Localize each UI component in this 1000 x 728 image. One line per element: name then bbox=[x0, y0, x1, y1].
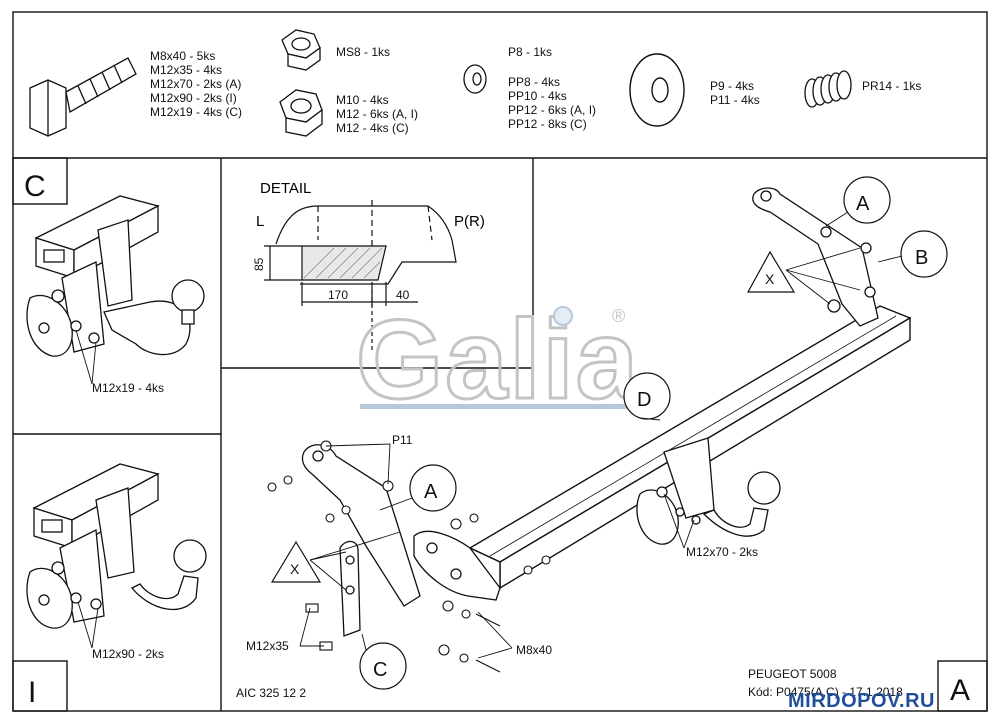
callout-c: C bbox=[373, 659, 387, 681]
left-bracket bbox=[301, 444, 501, 637]
svg-text:®: ® bbox=[612, 306, 625, 326]
nut-m12-c: M12 - 4ks (C) bbox=[336, 121, 409, 135]
i-leader-lines bbox=[77, 601, 99, 649]
detail-title: DETAIL bbox=[260, 180, 311, 197]
washer-icon bbox=[463, 64, 487, 94]
spring-icon bbox=[804, 70, 852, 108]
washers-list: PP8 - 4ks PP10 - 4ks PP12 - 6ks (A, I) P… bbox=[508, 75, 596, 131]
nut-icon-large bbox=[279, 89, 323, 137]
washer-pp8: PP8 - 4ks bbox=[508, 75, 560, 89]
detail-height-dim: 85 bbox=[252, 257, 266, 271]
callout-a-left: A bbox=[424, 481, 438, 503]
detail-left-label: L bbox=[256, 213, 264, 230]
label-m8x40: M8x40 bbox=[516, 643, 552, 657]
washer-p9: P9 - 4ks bbox=[710, 79, 754, 93]
bolts-list: M8x40 - 5ks M12x35 - 4ks M12x70 - 2ks (A… bbox=[150, 49, 242, 119]
label-p11: P11 bbox=[392, 433, 413, 447]
right-bracket bbox=[752, 187, 879, 327]
spring-pr14-label: PR14 - 1ks bbox=[862, 79, 921, 93]
washer-p11: P11 - 4ks bbox=[710, 93, 760, 107]
callout-leaders bbox=[299, 211, 903, 659]
nut-m10: M10 - 4ks bbox=[336, 93, 389, 107]
panel-c-bolt-label: M12x19 - 4ks bbox=[92, 381, 164, 395]
label-m12x70: M12x70 - 2ks bbox=[686, 545, 758, 559]
large-washer-icon bbox=[629, 53, 685, 127]
large-washers-list: P9 - 4ks P11 - 4ks bbox=[710, 79, 760, 107]
label-m12x35: M12x35 bbox=[246, 639, 289, 653]
bolt-m12x19: M12x19 - 4ks (C) bbox=[150, 105, 242, 119]
bolt-m12x35: M12x35 - 4ks bbox=[150, 63, 222, 77]
callout-d: D bbox=[637, 389, 651, 411]
washer-pp12-c: PP12 - 8ks (C) bbox=[508, 117, 587, 131]
nut-ms8-label: MS8 - 1ks bbox=[336, 45, 390, 59]
detail-drawing bbox=[264, 200, 457, 352]
galia-logo: Galia ® bbox=[355, 296, 640, 424]
nut-icon bbox=[281, 29, 321, 71]
bolt-m8x40: M8x40 - 5ks bbox=[150, 49, 215, 63]
kod-number: Kód: P0475(A,C) - 17.1.2018 bbox=[748, 685, 903, 699]
detail-width-b: 40 bbox=[396, 288, 410, 302]
detail-right-label: P(R) bbox=[454, 213, 485, 230]
bolt-m12x90: M12x90 - 2ks (I) bbox=[150, 91, 237, 105]
towbar-c-drawing bbox=[26, 195, 205, 357]
bolt-m12x70: M12x70 - 2ks (A) bbox=[150, 77, 241, 91]
nuts-list: M10 - 4ks M12 - 6ks (A, I) M12 - 4ks (C) bbox=[336, 93, 418, 135]
washer-p8-label: P8 - 1ks bbox=[508, 45, 552, 59]
bolt-icon bbox=[29, 57, 137, 137]
washer-pp12-a: PP12 - 6ks (A, I) bbox=[508, 103, 596, 117]
washer-pp10: PP10 - 4ks bbox=[508, 89, 567, 103]
callout-a-right: A bbox=[856, 193, 870, 215]
towbar-i-drawing bbox=[26, 463, 207, 629]
callout-shapes bbox=[270, 176, 948, 690]
panel-i-letter: I bbox=[28, 676, 36, 709]
detail-width-a: 170 bbox=[328, 288, 348, 302]
callout-x-right: X bbox=[765, 271, 775, 287]
c-leader-lines bbox=[75, 329, 97, 385]
detail-hatch bbox=[303, 247, 383, 279]
svg-text:Galia: Galia bbox=[356, 297, 640, 422]
callout-x-left: X bbox=[290, 561, 300, 577]
vehicle-model: PEUGEOT 5008 bbox=[748, 667, 837, 681]
panel-a-letter: A bbox=[950, 674, 970, 707]
callout-b: B bbox=[915, 247, 928, 269]
nut-m12-a: M12 - 6ks (A, I) bbox=[336, 107, 418, 121]
drawing-code: AIC 325 12 2 bbox=[236, 686, 306, 700]
panel-i-bolt-label: M12x90 - 2ks bbox=[92, 647, 164, 661]
site-watermark: MIRDOPOV.RU bbox=[788, 690, 936, 712]
panel-c-letter: C bbox=[24, 170, 46, 203]
frame-lines bbox=[12, 11, 988, 712]
